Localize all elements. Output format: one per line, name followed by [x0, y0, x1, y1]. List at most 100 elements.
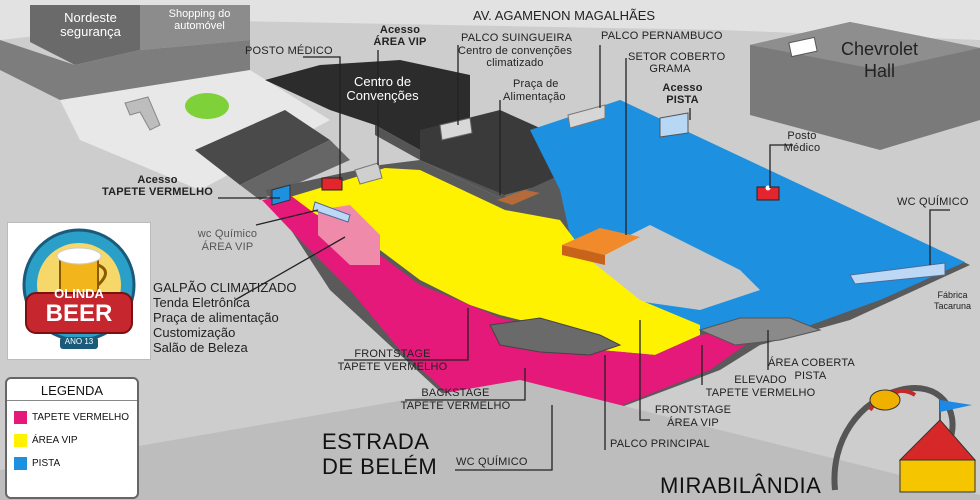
beer-mug-handle-icon: [96, 263, 107, 287]
setor-coberto-tent: [562, 228, 640, 255]
leader-backstage: [405, 368, 526, 401]
posto-medico-vip: [321, 177, 343, 191]
plaza: [60, 70, 330, 190]
tapete-area: [262, 195, 745, 430]
legend-item-tapete: TAPETE VERMELHO: [14, 411, 137, 424]
logo-ring-text: ANO 13: [64, 337, 94, 346]
wc-right: [849, 262, 946, 285]
label-galpao-5: Salão de Beleza: [153, 340, 248, 355]
label-praca-2: Alimentação: [503, 91, 566, 103]
label-acesso-pista-1: Acesso: [662, 82, 703, 94]
label-frontstage-vip-2: ÁREA VIP: [667, 417, 719, 429]
nordeste-label-2: segurança: [60, 24, 121, 39]
centro-label-2: Convenções: [346, 88, 419, 103]
label-fabrica-2: Tacaruna: [933, 301, 972, 311]
label-frontstage-vip-1: FRONTSTAGE: [654, 404, 732, 416]
label-palco-principal: PALCO PRINCIPAL: [610, 438, 710, 450]
legend-swatch-pista: [14, 457, 27, 470]
street-agamenon: AV. AGAMENON MAGALHÃES: [473, 8, 656, 23]
circus-tent-body: [899, 459, 976, 493]
map-legend: LEGENDA TAPETE VERMELHO ÁREA VIP PISTA: [5, 377, 139, 499]
building-side: [0, 40, 250, 110]
chevrolet-sign: [788, 36, 818, 58]
label-wc-vip-2: ÁREA VIP: [201, 241, 254, 253]
legend-swatch-vip: [14, 434, 27, 447]
leader-wc-right: [929, 209, 950, 265]
leader-galpao: [234, 236, 346, 301]
setor-coberto-tent-side: [562, 245, 605, 265]
legend-label-tapete: TAPETE VERMELHO: [32, 412, 130, 423]
main-stage: [489, 317, 622, 356]
label-posto-medico-right-2: Médico: [783, 142, 821, 154]
shopping-label-1: Shopping do: [168, 8, 231, 20]
label-galpao-4: Customização: [153, 325, 236, 340]
shopping-building: [140, 5, 250, 50]
chevrolet-label-2: Hall: [863, 61, 895, 81]
legend-item-vip: ÁREA VIP: [14, 434, 137, 447]
legend-label-pista: PISTA: [32, 458, 61, 469]
legend-item-pista: PISTA: [14, 457, 137, 470]
label-galpao-2: Tenda Eletrônica: [153, 295, 250, 310]
label-palco-suingueira-2: Centro de convenções: [457, 45, 573, 57]
acesso-vip-gate: [354, 162, 383, 185]
logo-line2: BEER: [45, 300, 113, 327]
logo-line1: OLINDA: [54, 286, 104, 301]
label-backstage-2: TAPETE VERMELHO: [400, 400, 511, 412]
logo-graphic: [22, 228, 136, 349]
label-acesso-vip-2: ÁREA VIP: [373, 36, 427, 48]
label-palco-pernambuco: PALCO PERNAMBUCO: [601, 30, 723, 42]
leader-frontstage-vip: [639, 320, 650, 421]
label-palco-suingueira-3: climatizado: [486, 57, 544, 69]
legend-label-vip: ÁREA VIP: [32, 435, 78, 446]
vip-area: [280, 168, 700, 355]
acesso-pista-gate: [659, 112, 689, 138]
label-setor-coberto-2: GRAMA: [649, 63, 691, 75]
leader-posto-medico: [303, 56, 341, 180]
label-wc-vip-1: wc Químico: [197, 228, 258, 240]
logo-year-tag: [60, 337, 98, 349]
street-estrada-line2: DE BELÉM: [322, 454, 438, 479]
label-galpao-1: GALPÃO CLIMATIZADO: [153, 280, 297, 295]
estrada-belem-road: [0, 380, 980, 500]
label-fabrica-1: Fábrica: [937, 290, 968, 300]
green-circle: [185, 93, 229, 119]
logo-banner: [25, 292, 133, 334]
chevrolet-roof: [750, 22, 980, 70]
label-acesso-pista-2: PISTA: [666, 94, 699, 106]
label-area-coberta-1: ÁREA COBERTA: [768, 357, 855, 369]
wc-vip: [312, 201, 351, 223]
label-posto-medico-right-1: Posto: [787, 130, 817, 142]
left-gate: [124, 96, 161, 131]
leader-wc-vip: [255, 209, 319, 226]
leader-wc-bottom: [455, 405, 553, 471]
label-frontstage-tv-1: FRONTSTAGE: [354, 348, 431, 360]
label-galpao-3: Praça de alimentação: [153, 310, 279, 325]
label-palco-suingueira-1: PALCO SUINGUEIRA: [461, 32, 573, 44]
galpao-box: [318, 205, 380, 265]
label-acesso-tapete-1: Acesso: [137, 174, 178, 186]
label-frontstage-tv-2: TAPETE VERMELHO: [337, 361, 448, 373]
label-acesso-tapete-2: TAPETE VERMELHO: [102, 186, 213, 198]
label-elevado-1: ELEVADO: [734, 374, 787, 386]
nordeste-building: [30, 5, 140, 65]
street-estrada-line1: ESTRADA: [322, 429, 430, 454]
centro-building: [265, 60, 470, 150]
acesso-tapete-gate: [271, 184, 291, 206]
circus-flag: [940, 400, 972, 412]
label-praca-1: Praça de: [513, 78, 559, 90]
leader-posto-medico-right: [769, 144, 793, 188]
legend-swatch-tapete: [14, 411, 27, 424]
leader-frontstage-tv: [344, 308, 469, 361]
label-backstage-1: BACKSTAGE: [421, 387, 490, 399]
label-elevado-2: TAPETE VERMELHO: [705, 387, 816, 399]
nordeste-label-1: Nordeste: [64, 10, 117, 25]
praca-tables: [497, 190, 540, 205]
label-acesso-vip-1: Acesso: [379, 24, 421, 36]
label-setor-coberto-1: SETOR COBERTO: [628, 51, 726, 63]
label-area-coberta-2: PISTA: [794, 370, 827, 382]
dark-strip-side: [240, 140, 350, 200]
label-posto-medico-top: POSTO MÉDICO: [245, 45, 333, 57]
beer-foam: [56, 247, 102, 265]
